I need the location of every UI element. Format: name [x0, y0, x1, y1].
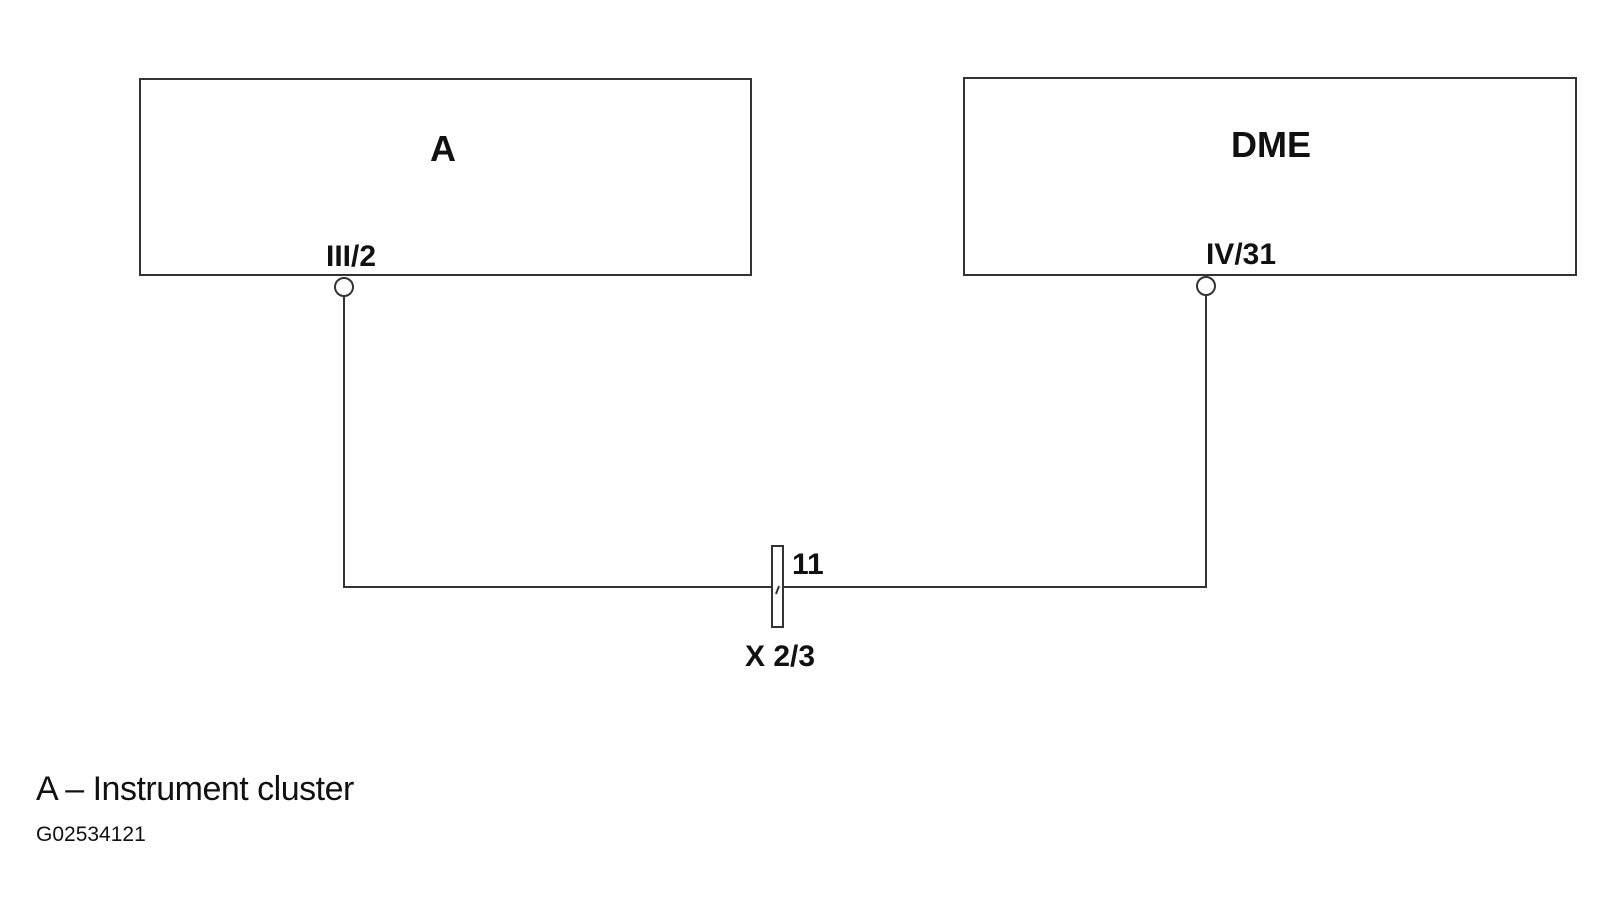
component-dme-pin-label: IV/31	[1206, 238, 1276, 271]
legend-caption: A – Instrument cluster	[36, 770, 354, 808]
component-a-label: A	[430, 128, 456, 169]
pin-a-terminal	[334, 277, 354, 297]
wire	[343, 295, 1207, 588]
figure-code: G02534121	[36, 823, 146, 846]
component-dme-label: DME	[1231, 124, 1311, 165]
connector-x2-3	[771, 545, 784, 628]
connector-label: X 2/3	[745, 640, 815, 673]
component-a: A III/2	[139, 78, 752, 276]
component-a-pin-label: III/2	[326, 240, 376, 273]
pin-dme-terminal	[1196, 276, 1216, 296]
component-a-box	[139, 78, 752, 276]
connector-mark	[775, 585, 780, 595]
component-dme: DME IV/31	[963, 77, 1577, 276]
component-dme-box	[963, 77, 1577, 276]
connector-pin-label: 11	[792, 548, 824, 581]
